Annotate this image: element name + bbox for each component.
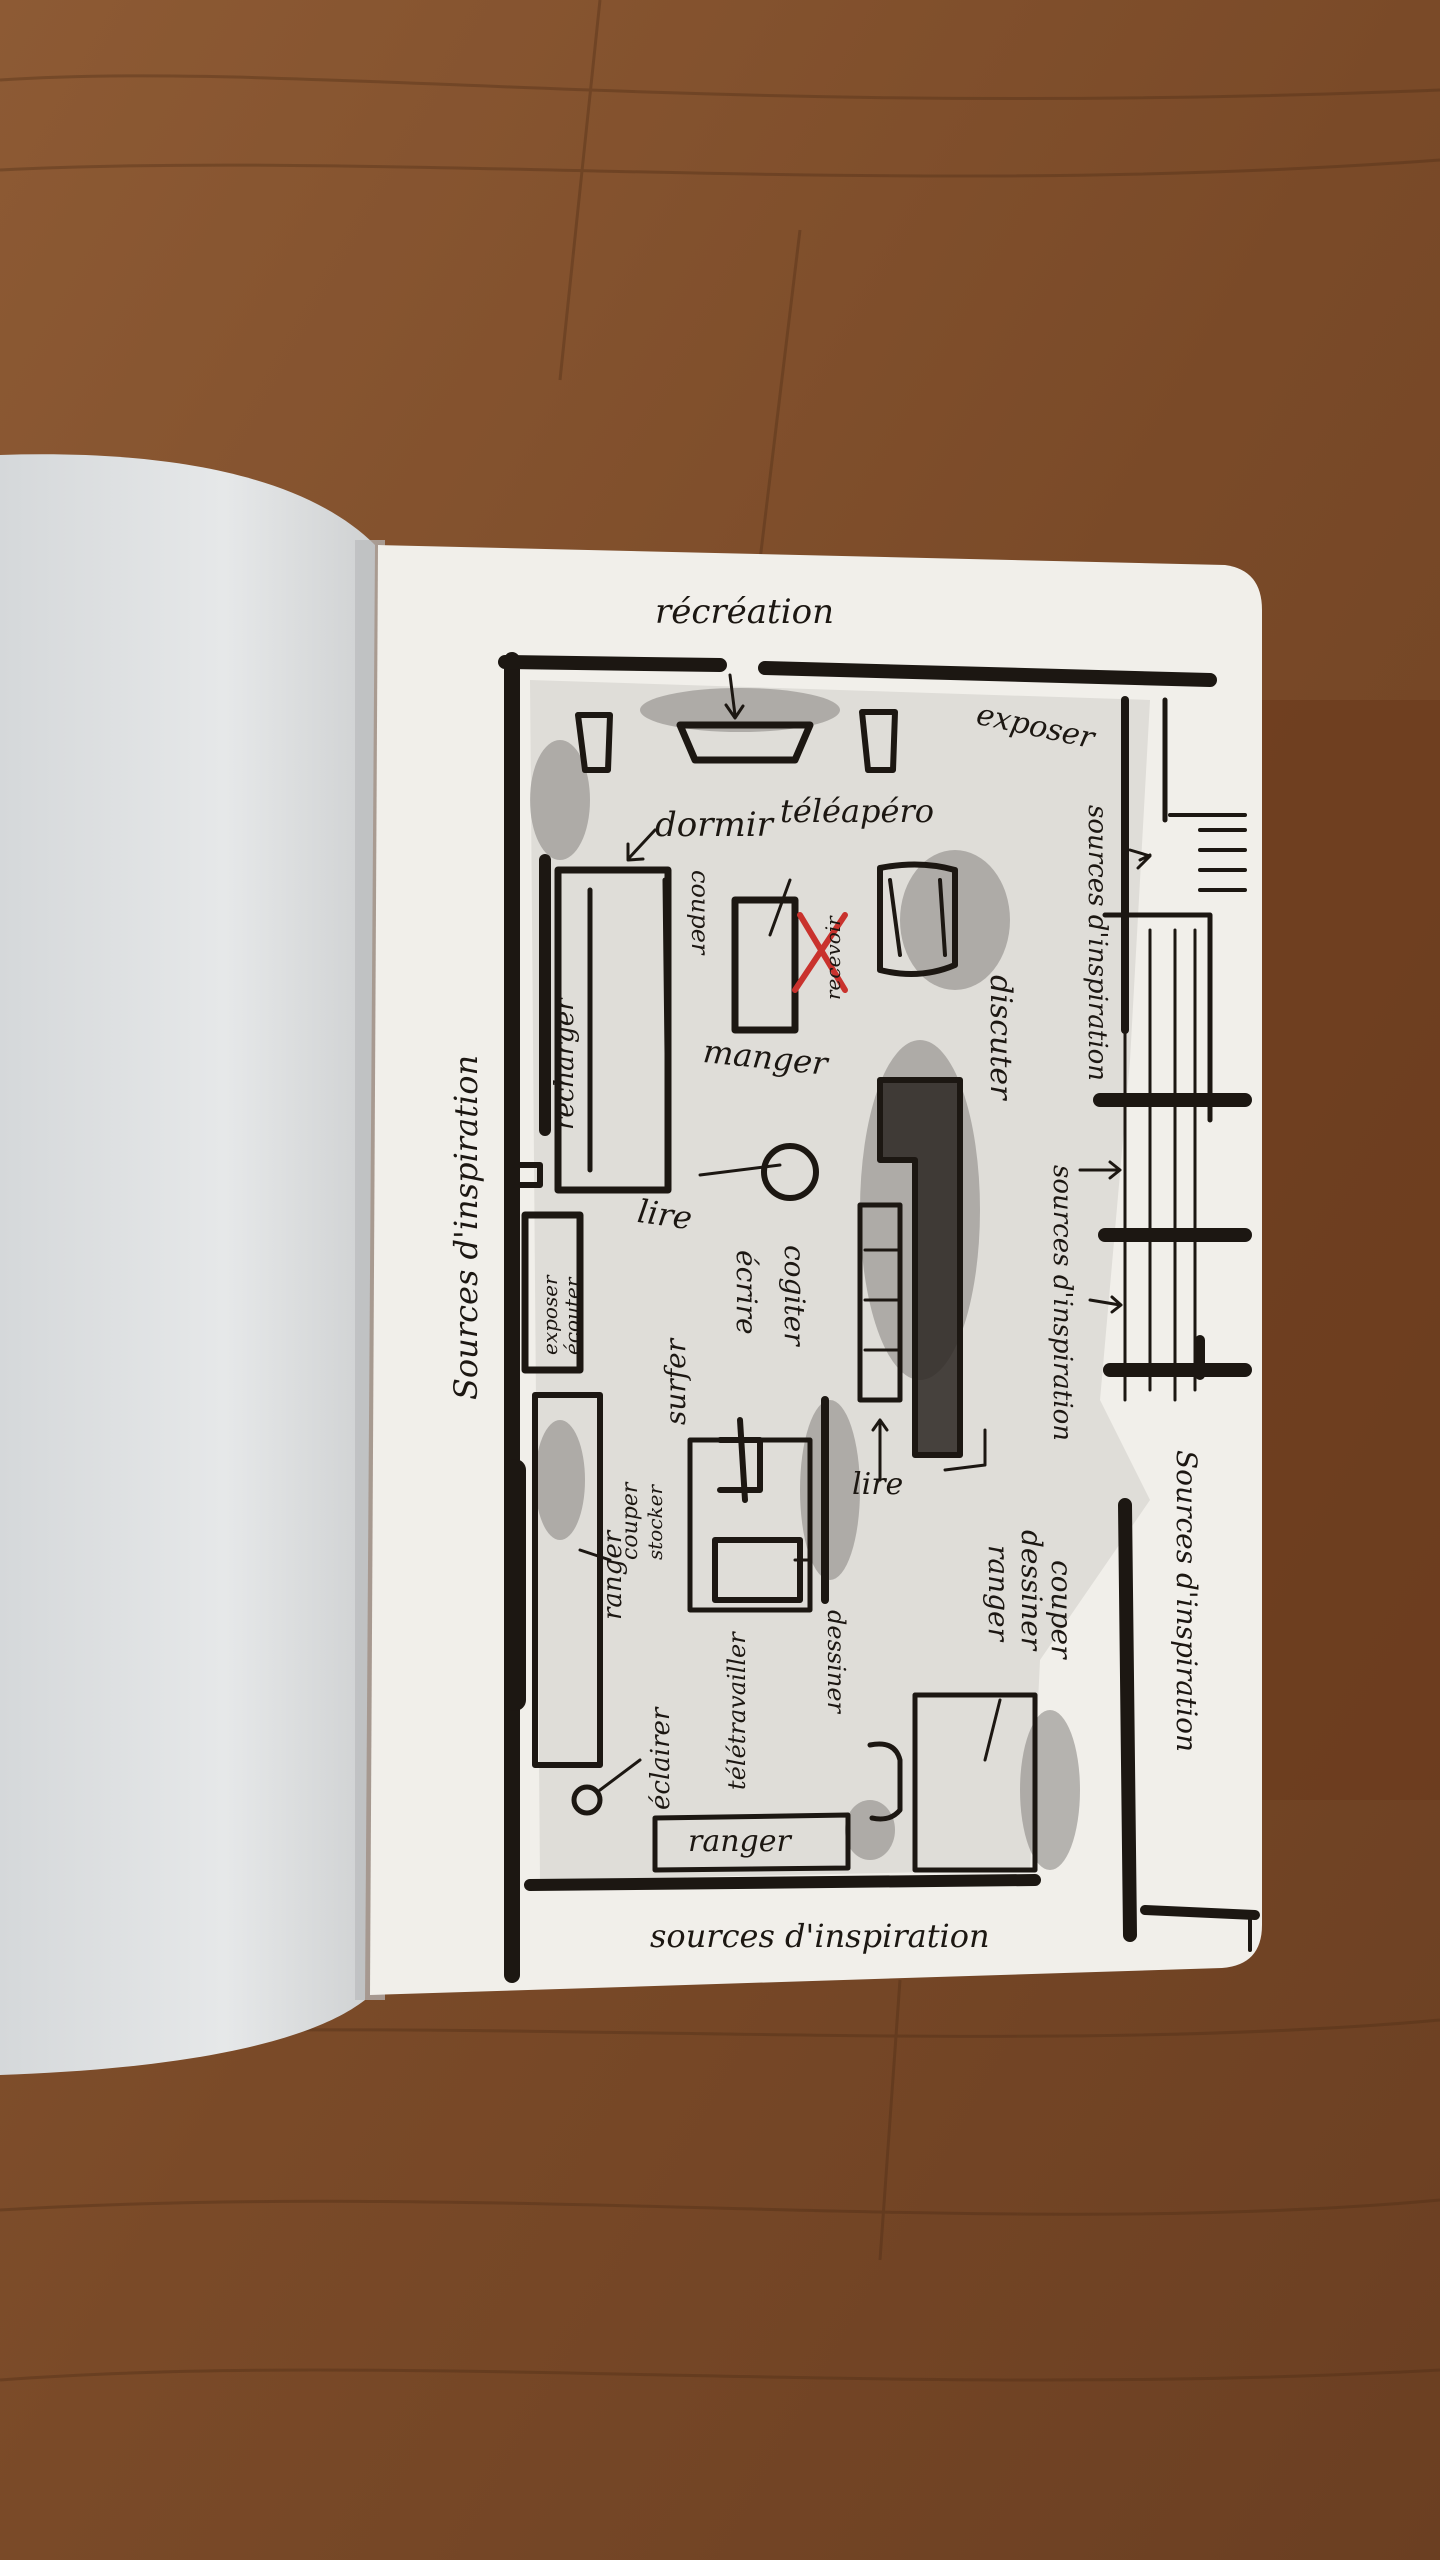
label-sources-left: Sources d'inspiration bbox=[447, 1054, 485, 1400]
label-teleapero: téléapéro bbox=[780, 792, 935, 830]
label-couper-bed: couper bbox=[686, 870, 714, 955]
label-ecrire: écrire bbox=[730, 1250, 763, 1335]
label-dessiner-bottom: dessiner bbox=[822, 1610, 850, 1714]
label-lire-desk: lire bbox=[852, 1467, 904, 1502]
label-recevoir: recevoir bbox=[821, 916, 845, 1000]
label-ranger-couper-stocker-2: couper bbox=[618, 1482, 643, 1560]
red-cross bbox=[792, 912, 848, 993]
label-exposer-ecouter-1: exposer bbox=[538, 1275, 562, 1355]
label-recreation: récréation bbox=[655, 592, 834, 632]
label-lire-chair: lire bbox=[635, 1192, 695, 1238]
label-couper-dessiner-ranger-1: couper bbox=[1045, 1560, 1078, 1659]
label-teletravailler: télétravailler bbox=[723, 1632, 751, 1790]
plan-linework bbox=[498, 652, 1260, 1983]
label-discuter: discuter bbox=[983, 975, 1018, 1100]
left-page bbox=[0, 454, 375, 2075]
label-cogiter: cogiter bbox=[778, 1245, 811, 1346]
floor-wash bbox=[530, 680, 1150, 1880]
label-sources-bottom: sources d'inspiration bbox=[650, 1917, 990, 1955]
label-dormir: dormir bbox=[655, 805, 773, 845]
label-sources-far-right: Sources d'inspiration bbox=[1170, 1450, 1203, 1753]
label-sources-mid-right: sources d'inspiration bbox=[1047, 1165, 1077, 1441]
label-couper-dessiner-ranger-3: ranger bbox=[982, 1545, 1015, 1641]
label-couper-dessiner-ranger-2: dessiner bbox=[1015, 1530, 1048, 1651]
label-sources-top-right: sources d'inspiration bbox=[1082, 805, 1112, 1081]
label-eclairer: éclairer bbox=[646, 1707, 676, 1810]
label-recharger: recharger bbox=[550, 998, 580, 1130]
label-ranger-couper-stocker-3: stocker bbox=[643, 1484, 667, 1560]
wood-grain bbox=[0, 0, 1440, 2382]
label-surfer: surfer bbox=[659, 1338, 692, 1425]
label-ranger-bottom: ranger bbox=[688, 1824, 791, 1859]
label-exposer-ecouter-2: écouter bbox=[560, 1277, 584, 1355]
